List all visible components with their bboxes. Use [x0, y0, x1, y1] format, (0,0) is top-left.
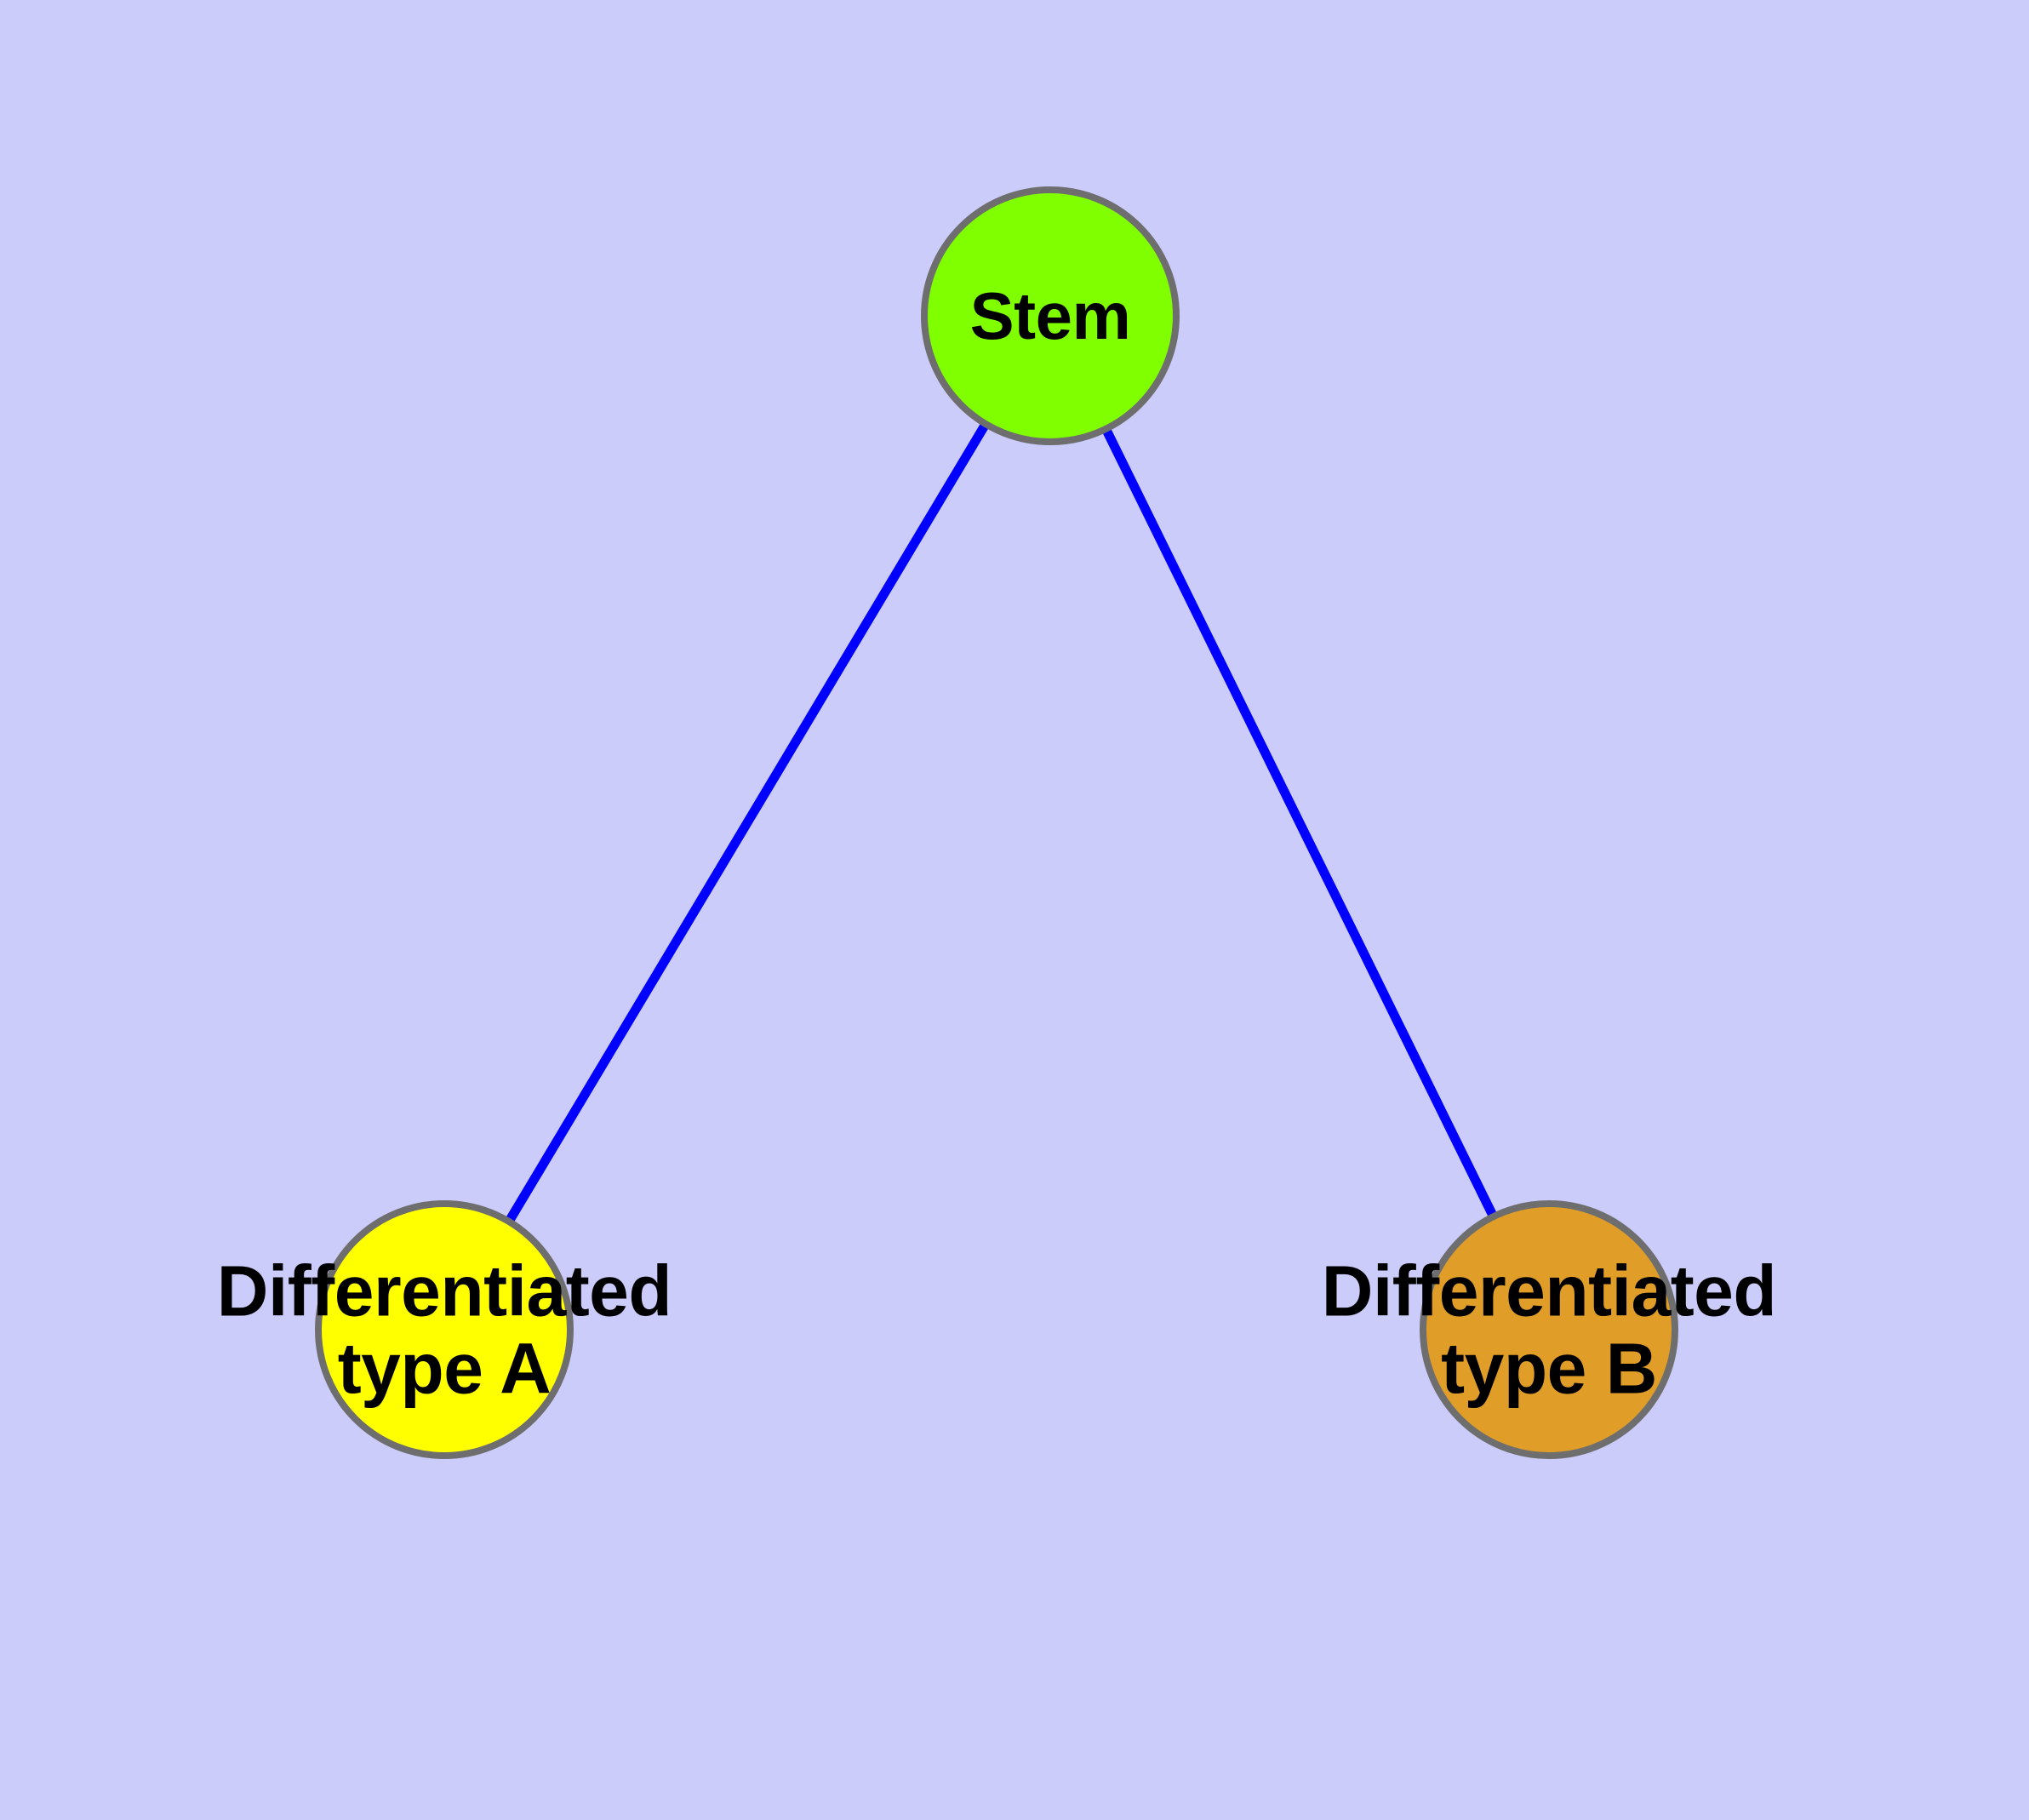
nodes-layer	[315, 186, 1678, 1459]
edge-stem-to-differentiated-b[interactable]	[1046, 313, 1553, 1332]
edges-layer	[440, 313, 1553, 1332]
node-differentiated-type-b[interactable]	[1420, 1200, 1678, 1459]
node-stem[interactable]	[921, 186, 1180, 445]
node-differentiated-type-a[interactable]	[315, 1200, 574, 1459]
edge-stem-to-differentiated-a[interactable]	[440, 313, 1055, 1332]
